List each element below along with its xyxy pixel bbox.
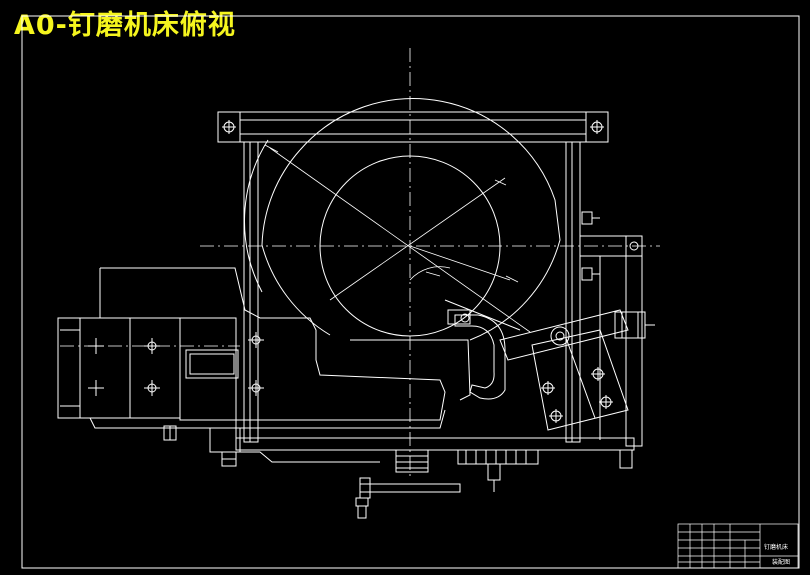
- base-plate: [163, 425, 635, 492]
- work-clamp: [350, 299, 521, 401]
- adjust-lever: [236, 451, 461, 519]
- title-block-drawing-name: 钉磨机床: [764, 544, 789, 551]
- mounting-plate: [217, 111, 609, 443]
- title-block: [677, 523, 799, 569]
- side-bracket: [579, 211, 643, 447]
- adjustment-arm: [499, 309, 655, 431]
- grinding-wheel: [244, 98, 561, 341]
- title-block-sub-label: 装配图: [772, 559, 791, 566]
- outer-frame: [21, 15, 800, 569]
- motor-housing: [57, 267, 446, 442]
- centerlines: [60, 48, 660, 480]
